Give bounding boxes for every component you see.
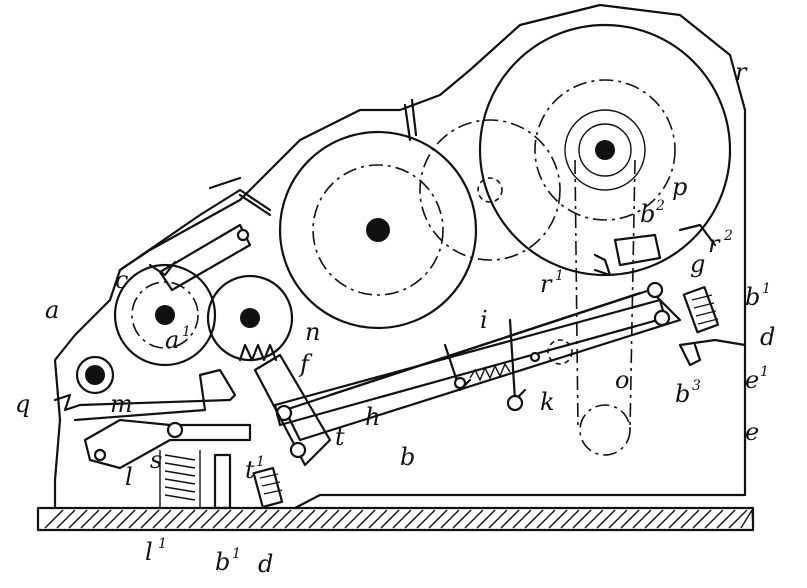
- label-a: a: [45, 296, 59, 324]
- base-plate: [36, 506, 755, 532]
- svg-text:r: r: [708, 230, 721, 258]
- label-b3: b 3: [675, 378, 701, 408]
- pawl-p: [593, 223, 717, 277]
- label-r2: r 2: [708, 228, 733, 258]
- label-d: d: [760, 323, 775, 351]
- label-p: p: [672, 173, 687, 201]
- link-arm-top: [148, 223, 252, 292]
- svg-text:b: b: [745, 283, 760, 311]
- label-c: c: [115, 266, 128, 294]
- svg-text:l: l: [145, 538, 153, 566]
- svg-text:1: 1: [232, 546, 241, 562]
- spring-i: [443, 318, 541, 412]
- roller-n: [206, 274, 294, 362]
- label-t1: t 1: [245, 454, 265, 484]
- post: [213, 453, 232, 510]
- cover-plate: [118, 188, 272, 272]
- label-a1: a 1: [165, 324, 191, 354]
- label-f: f: [298, 350, 313, 378]
- label-q: q: [15, 390, 30, 418]
- svg-text:e: e: [745, 366, 759, 394]
- roller-c: [113, 263, 217, 367]
- svg-text:1: 1: [760, 364, 769, 380]
- pivot-s: [166, 421, 184, 439]
- screw-right: [682, 286, 720, 334]
- label-h: h: [365, 403, 380, 431]
- large-wheel-r: [478, 23, 732, 277]
- label-r: r: [735, 58, 748, 86]
- svg-text:1: 1: [256, 454, 265, 470]
- svg-text:r: r: [540, 270, 553, 298]
- label-d-lower: d: [258, 550, 273, 578]
- svg-text:3: 3: [692, 378, 701, 394]
- svg-text:b: b: [640, 200, 655, 228]
- label-s: s: [150, 446, 162, 474]
- label-o: o: [615, 366, 629, 394]
- label-g: g: [690, 250, 705, 278]
- pivot-l: [93, 448, 107, 462]
- belt-o: [574, 159, 636, 456]
- label-k: k: [540, 388, 555, 416]
- middle-wheel: [278, 130, 478, 330]
- cam-k: [547, 339, 573, 365]
- lever-l: [83, 418, 252, 470]
- label-r1: r 1: [540, 268, 564, 298]
- screw-lower: [252, 466, 284, 509]
- housing-pin: [403, 98, 418, 142]
- arm-f: [253, 353, 332, 467]
- roller-m: [75, 355, 115, 395]
- svg-text:1: 1: [158, 536, 167, 552]
- label-t: t: [335, 423, 345, 451]
- svg-text:b: b: [215, 548, 230, 576]
- svg-text:a: a: [165, 326, 179, 354]
- label-i: i: [480, 306, 488, 334]
- svg-text:1: 1: [555, 268, 564, 284]
- svg-text:b: b: [675, 380, 690, 408]
- stop-e1: [678, 338, 747, 367]
- housing-outline: [53, 3, 747, 510]
- spring-l1: [159, 450, 201, 508]
- label-b2: b 2: [640, 198, 665, 228]
- label-e: e: [745, 418, 759, 446]
- label-m: m: [110, 390, 133, 418]
- bar-q: [53, 368, 237, 422]
- label-b1-lower: b 1: [215, 546, 241, 576]
- lever-h: [273, 281, 671, 427]
- intermediate-wheel: [419, 119, 561, 261]
- svg-text:t: t: [245, 456, 255, 484]
- housing-inner-edge: [208, 176, 272, 217]
- svg-text:2: 2: [655, 198, 665, 214]
- label-l: l: [125, 463, 133, 491]
- svg-text:1: 1: [762, 281, 771, 297]
- lever-b: [283, 288, 682, 442]
- svg-text:1: 1: [182, 324, 191, 340]
- label-b: b: [400, 443, 415, 471]
- svg-text:2: 2: [723, 228, 733, 244]
- label-e1: e 1: [745, 364, 769, 394]
- label-n: n: [305, 318, 320, 346]
- label-l1: l 1: [145, 536, 167, 566]
- label-b1: b 1: [745, 281, 771, 311]
